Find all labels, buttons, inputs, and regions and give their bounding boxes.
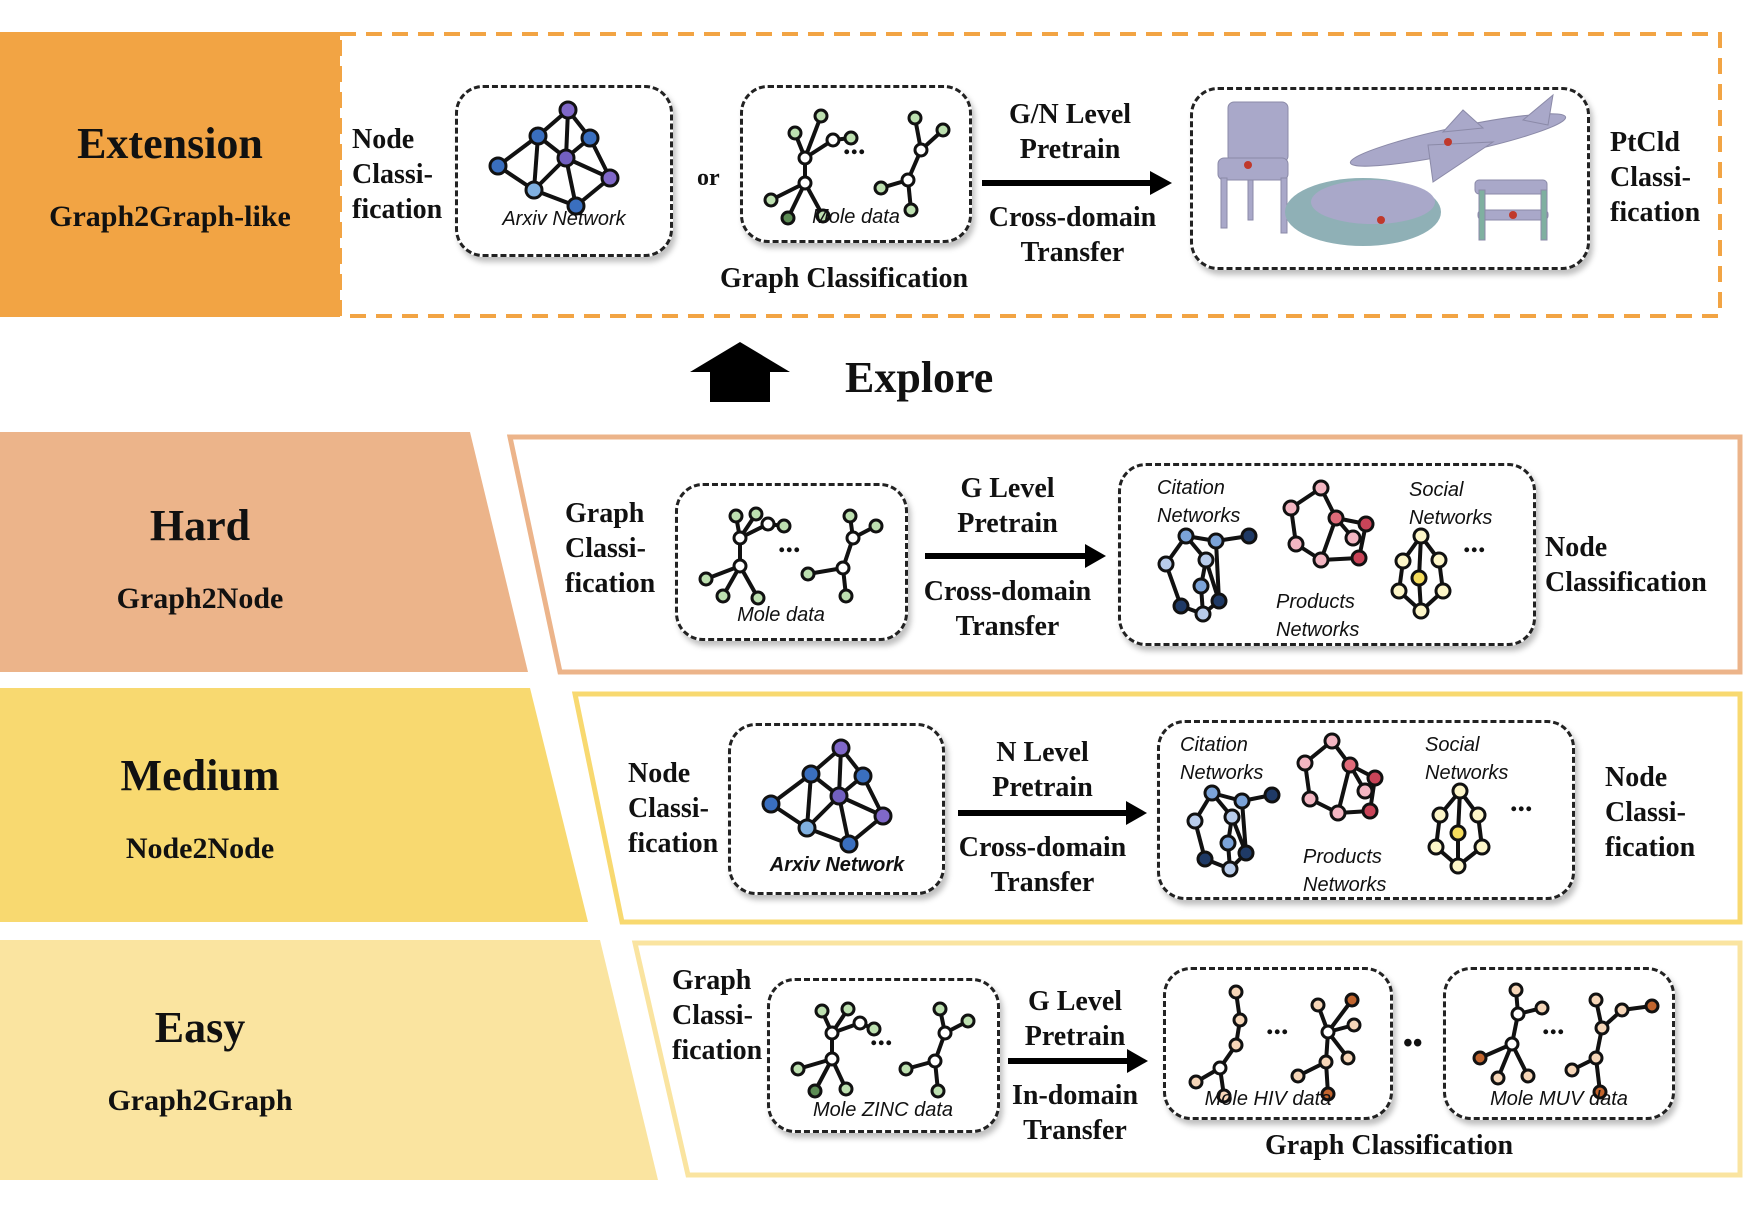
ext-graph-classification: Graph Classification	[720, 263, 969, 294]
extension-frame	[338, 32, 1722, 318]
medium-pretrain: N Level Pretrain	[992, 737, 1093, 803]
hard-transfer: Cross-domain Transfer	[923, 576, 1092, 642]
hard-target-ellipsis: ...	[1463, 526, 1486, 559]
medium-arxiv-box: Arxiv Network	[728, 723, 945, 895]
hard-ellipsis: ...	[778, 526, 801, 559]
easy-subtitle: Graph2Graph	[107, 1084, 293, 1117]
molecule-graph-icon	[698, 506, 884, 606]
hard-pretrain: G Level Pretrain	[957, 473, 1058, 539]
extension-subtitle: Graph2Graph-like	[49, 200, 291, 233]
medium-target-box: Citation Networks Social Networks Produc…	[1157, 720, 1575, 900]
easy-separator-dots: ••	[1403, 1028, 1423, 1059]
molecule-graph-icon	[763, 108, 951, 226]
easy-ellipsis: ...	[870, 1019, 893, 1052]
medium-source-task: Node Classi- fication	[628, 758, 719, 859]
medium-transfer: Cross-domain Transfer	[958, 832, 1127, 898]
easy-muv-ellipsis: ...	[1542, 1008, 1565, 1041]
ext-source-task: Node Classi- fication	[352, 124, 443, 225]
medium-subtitle: Node2Node	[125, 832, 275, 865]
easy-transfer: In-domain Transfer	[1011, 1080, 1139, 1146]
medium-frame	[571, 691, 1743, 925]
molecule-graph-icon	[1188, 984, 1362, 1104]
medium-arxiv-label: Arxiv Network	[769, 854, 905, 876]
ext-or: or	[697, 165, 720, 191]
easy-zinc-label: Mole ZINC data	[812, 1099, 954, 1121]
hard-target-box: Citation Networks Social Networks Produc…	[1118, 463, 1536, 646]
ext-pretrain: G/N Level Pretrain	[1008, 99, 1132, 165]
easy-muv-box: ... Mole MUV data	[1443, 967, 1675, 1120]
medium-band	[0, 688, 588, 922]
hard-products-label: Products Networks	[1276, 591, 1360, 641]
ext-arxiv-label: Arxiv Network	[502, 208, 626, 230]
easy-pretrain: G Level Pretrain	[1024, 986, 1126, 1052]
ext-target-task: PtCld Classi- fication	[1610, 127, 1701, 228]
easy-arrow-head-icon	[1127, 1049, 1148, 1073]
easy-zinc-box: ... Mole ZINC data	[767, 978, 1000, 1133]
airplane-pointcloud-icon	[1349, 93, 1567, 183]
ext-ellipsis: ...	[843, 128, 866, 161]
medium-target-task: Node Classi- fication	[1605, 762, 1696, 863]
medium-title: Medium	[120, 751, 280, 800]
hard-source-task: Graph Classi- fication	[565, 498, 656, 599]
hard-frame	[506, 434, 1743, 675]
chair-pointcloud-icon	[1217, 101, 1289, 234]
medium-products-label: Products Networks	[1303, 846, 1387, 896]
easy-muv-label: Mole MUV data	[1490, 1088, 1628, 1110]
easy-band	[0, 940, 658, 1180]
network-graphs-icon	[1186, 732, 1491, 878]
ext-arxiv-box: Arxiv Network	[455, 85, 673, 257]
medium-arrow-head-icon	[1126, 801, 1147, 825]
molecule-graph-icon	[1472, 982, 1660, 1100]
hard-subtitle: Graph2Node	[116, 582, 284, 615]
easy-hiv-ellipsis: ...	[1266, 1008, 1289, 1041]
medium-citation-label: Citation Networks	[1180, 734, 1264, 784]
extension-title: Extension	[77, 119, 263, 168]
easy-title: Easy	[154, 1003, 246, 1052]
ext-mole-box: ... Mole data	[740, 85, 972, 243]
explore-arrow-icon	[690, 342, 790, 402]
hard-target-task: Node Classification	[1545, 532, 1707, 598]
ext-arrow-head-icon	[1150, 171, 1172, 195]
easy-hiv-box: ... Mole HIV data	[1163, 967, 1393, 1120]
easy-frame	[631, 940, 1743, 1178]
hard-title: Hard	[149, 501, 251, 550]
hard-mole-box: ... Mole data	[675, 483, 908, 641]
easy-source-task: Graph Classi- fication	[672, 965, 763, 1066]
molecule-graph-icon	[790, 1001, 976, 1099]
easy-graph-classification: Graph Classification	[1265, 1130, 1514, 1161]
hard-citation-label: Citation Networks	[1157, 477, 1241, 527]
hard-mole-label: Mole data	[737, 604, 825, 626]
hard-arrow-head-icon	[1085, 544, 1106, 568]
arxiv-graph-icon	[761, 738, 893, 854]
extension-band	[0, 32, 340, 317]
hard-band	[0, 432, 528, 672]
medium-social-label: Social Networks	[1425, 734, 1509, 784]
ext-pointcloud-box	[1190, 87, 1590, 270]
ext-mole-label: Mole data	[812, 206, 900, 228]
easy-hiv-label: Mole HIV data	[1204, 1088, 1332, 1110]
pointcloud-icon	[1217, 93, 1567, 246]
car-pointcloud-icon	[1285, 178, 1441, 246]
table-pointcloud-icon	[1474, 179, 1549, 241]
explore-label: Explore	[845, 353, 994, 402]
medium-target-ellipsis: ...	[1510, 785, 1533, 818]
ext-transfer: Cross-domain Transfer	[988, 202, 1157, 268]
arxiv-graph-icon	[488, 100, 620, 216]
network-graphs-icon	[1157, 479, 1452, 623]
hard-social-label: Social Networks	[1409, 479, 1493, 529]
